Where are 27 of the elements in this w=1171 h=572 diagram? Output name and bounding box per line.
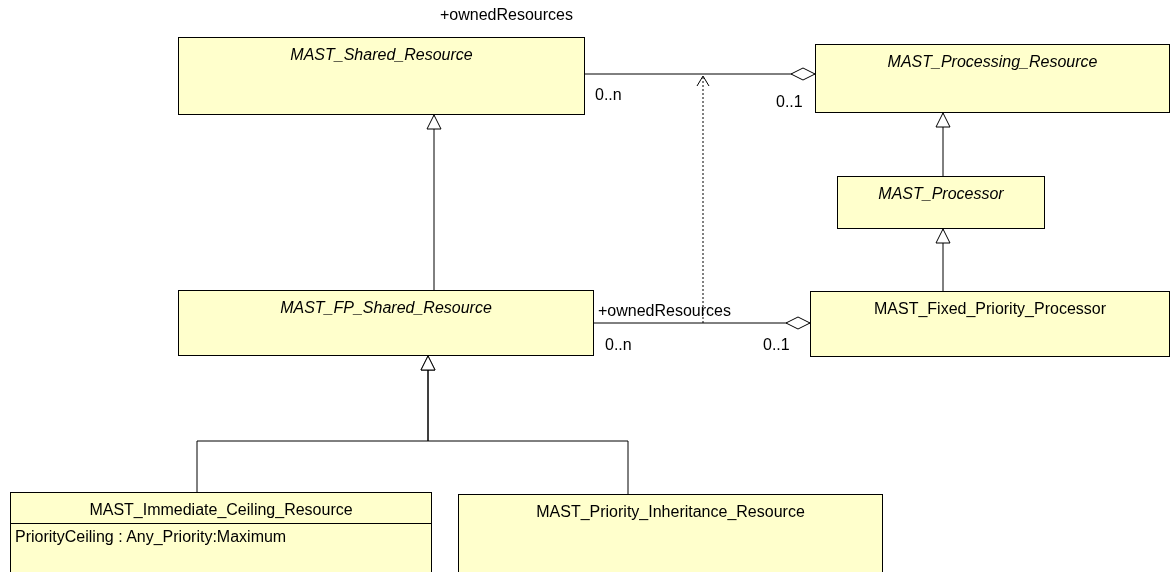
class-box [10,492,432,572]
role-name: +ownedResources [598,302,731,320]
association-line [584,67,816,81]
role-name: +ownedResources [440,6,573,24]
multiplicity-label: 0..n [605,336,632,354]
class-name: MAST_Fixed_Priority_Processor [872,299,1108,319]
class-name: MAST_Immediate_Ceiling_Resource [88,500,354,520]
class-name: MAST_Processing_Resource [886,52,1099,72]
generalization-arrow [935,228,951,292]
class-box [178,290,594,356]
class-box [837,176,1045,229]
class-box [178,37,585,115]
generalization-arrow [420,355,629,495]
association-line [593,316,811,330]
class-name: MAST_FP_Shared_Resource [279,298,493,318]
generalization-arrow [935,112,951,177]
multiplicity-label: 0..1 [763,336,790,354]
class-box [458,494,883,572]
class-name: MAST_Shared_Resource [289,45,474,65]
generalization-arrow [426,114,442,291]
attribute-text: PriorityCeiling : Any_Priority:Maximum [11,523,431,550]
class-name: MAST_Priority_Inheritance_Resource [535,502,806,522]
class-box [810,291,1170,357]
class-name: MAST_Processor [877,184,1005,204]
multiplicity-label: 0..1 [776,93,803,111]
class-box [815,44,1170,113]
multiplicity-label: 0..n [595,86,622,104]
